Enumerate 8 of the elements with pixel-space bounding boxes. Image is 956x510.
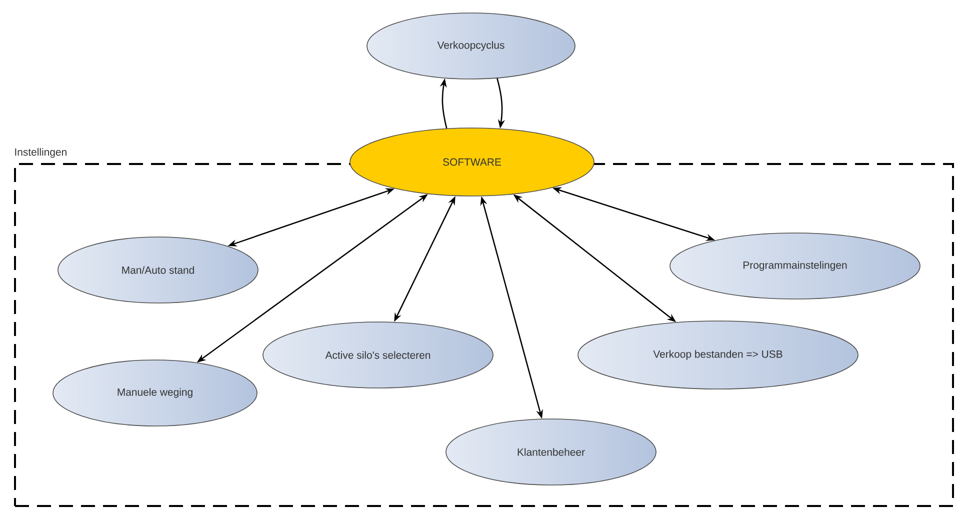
ellipse-node: Verkoop bestanden => USB [578, 320, 858, 390]
ellipse-node: Klantenbeheer [446, 418, 656, 486]
ellipse-node: Programmainstelingen [670, 232, 920, 300]
ellipse-node: Man/Auto stand [58, 236, 258, 304]
ellipse-node: Active silo's selecteren [262, 322, 494, 388]
node-label: Instellingen [15, 148, 66, 158]
ellipse-node: Verkoopcyclus [366, 12, 576, 80]
ellipse-node: Manuele weging [52, 360, 258, 426]
